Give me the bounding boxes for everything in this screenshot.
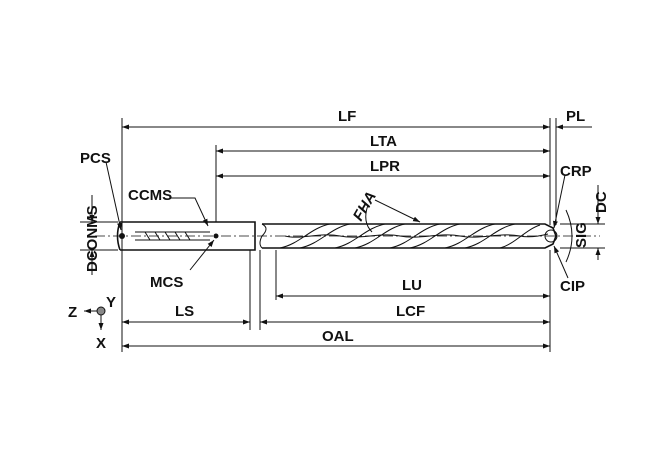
mcs-leader <box>189 239 215 271</box>
lu-label: LU <box>402 277 422 294</box>
lf-label: LF <box>338 108 356 125</box>
dimension-lines <box>89 124 601 349</box>
pcs-label: PCS <box>80 150 111 167</box>
dc-label: DC <box>593 191 610 213</box>
drill-body <box>95 221 600 251</box>
coolant-channel <box>135 231 210 241</box>
tip-detail <box>544 229 558 243</box>
crp-label: CRP <box>560 163 592 180</box>
y-axis-dot <box>96 306 106 316</box>
flute-spirals <box>279 223 549 249</box>
fha-label: FHA <box>350 189 380 224</box>
x-axis-label: X <box>96 335 106 352</box>
sig-label: SIG <box>573 222 590 248</box>
cip-leader <box>553 245 569 279</box>
ccms-label: CCMS <box>128 187 172 204</box>
crp-leader <box>552 174 566 229</box>
flute-start <box>259 223 267 249</box>
ccms-leader <box>170 197 209 227</box>
cip-label: CIP <box>560 278 585 295</box>
fha-arc <box>365 204 373 233</box>
pcs-leader <box>105 161 122 231</box>
extension-lines <box>80 118 605 352</box>
oal-label: OAL <box>322 328 354 345</box>
mcs-point <box>213 233 219 239</box>
dconms-label: DCONMS <box>84 205 101 272</box>
sig-arc <box>565 209 573 263</box>
coolant-hatch <box>144 231 191 241</box>
lta-label: LTA <box>370 133 397 150</box>
ls-label: LS <box>175 303 194 320</box>
leader-lines <box>105 161 569 279</box>
labels: LF PL LTA LPR PCS CCMS DCONMS FHA CRP DC… <box>68 108 610 352</box>
mcs-label: MCS <box>150 274 183 291</box>
y-axis-label: Y <box>106 294 116 311</box>
flute-body <box>262 223 557 249</box>
fha-leader <box>374 199 421 223</box>
pl-label: PL <box>566 108 585 125</box>
axes-icon <box>84 306 106 330</box>
lpr-label: LPR <box>370 158 400 175</box>
lcf-label: LCF <box>396 303 425 320</box>
z-axis-label: Z <box>68 304 77 321</box>
